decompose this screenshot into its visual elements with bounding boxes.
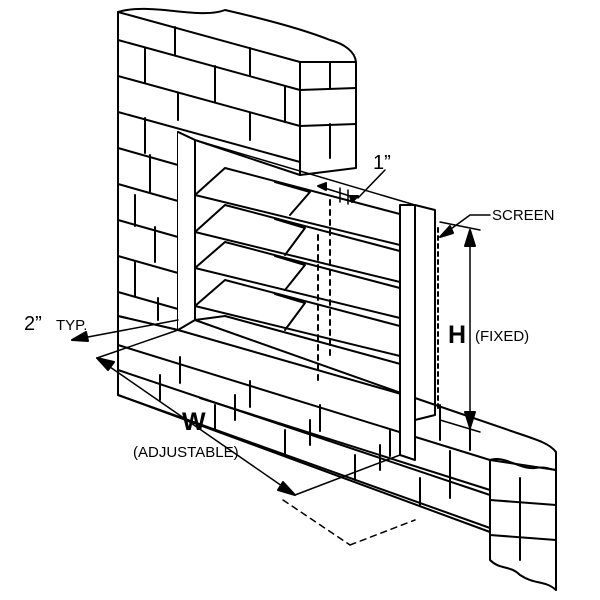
height-symbol: H [448, 321, 466, 349]
width-dimension [96, 329, 416, 546]
screen-label: SCREEN [492, 207, 555, 224]
two-inch-typ-leader [71, 319, 179, 342]
upper-wall-block [117, 7, 357, 331]
louver-frame [399, 204, 439, 461]
lower-wall-block [117, 315, 557, 591]
height-dimension [439, 221, 481, 433]
slat-gap-label: 1” [373, 152, 391, 174]
width-symbol: W [182, 408, 206, 436]
one-inch-dimension [317, 169, 386, 205]
screen-leader [439, 214, 491, 238]
wall-opening [177, 131, 416, 399]
width-note: (ADJUSTABLE) [133, 444, 239, 461]
louver-slats [194, 167, 416, 399]
typ-note-label: TYP. [56, 317, 87, 334]
typ-value-label: 2” [24, 313, 42, 335]
height-note: (FIXED) [475, 328, 529, 345]
